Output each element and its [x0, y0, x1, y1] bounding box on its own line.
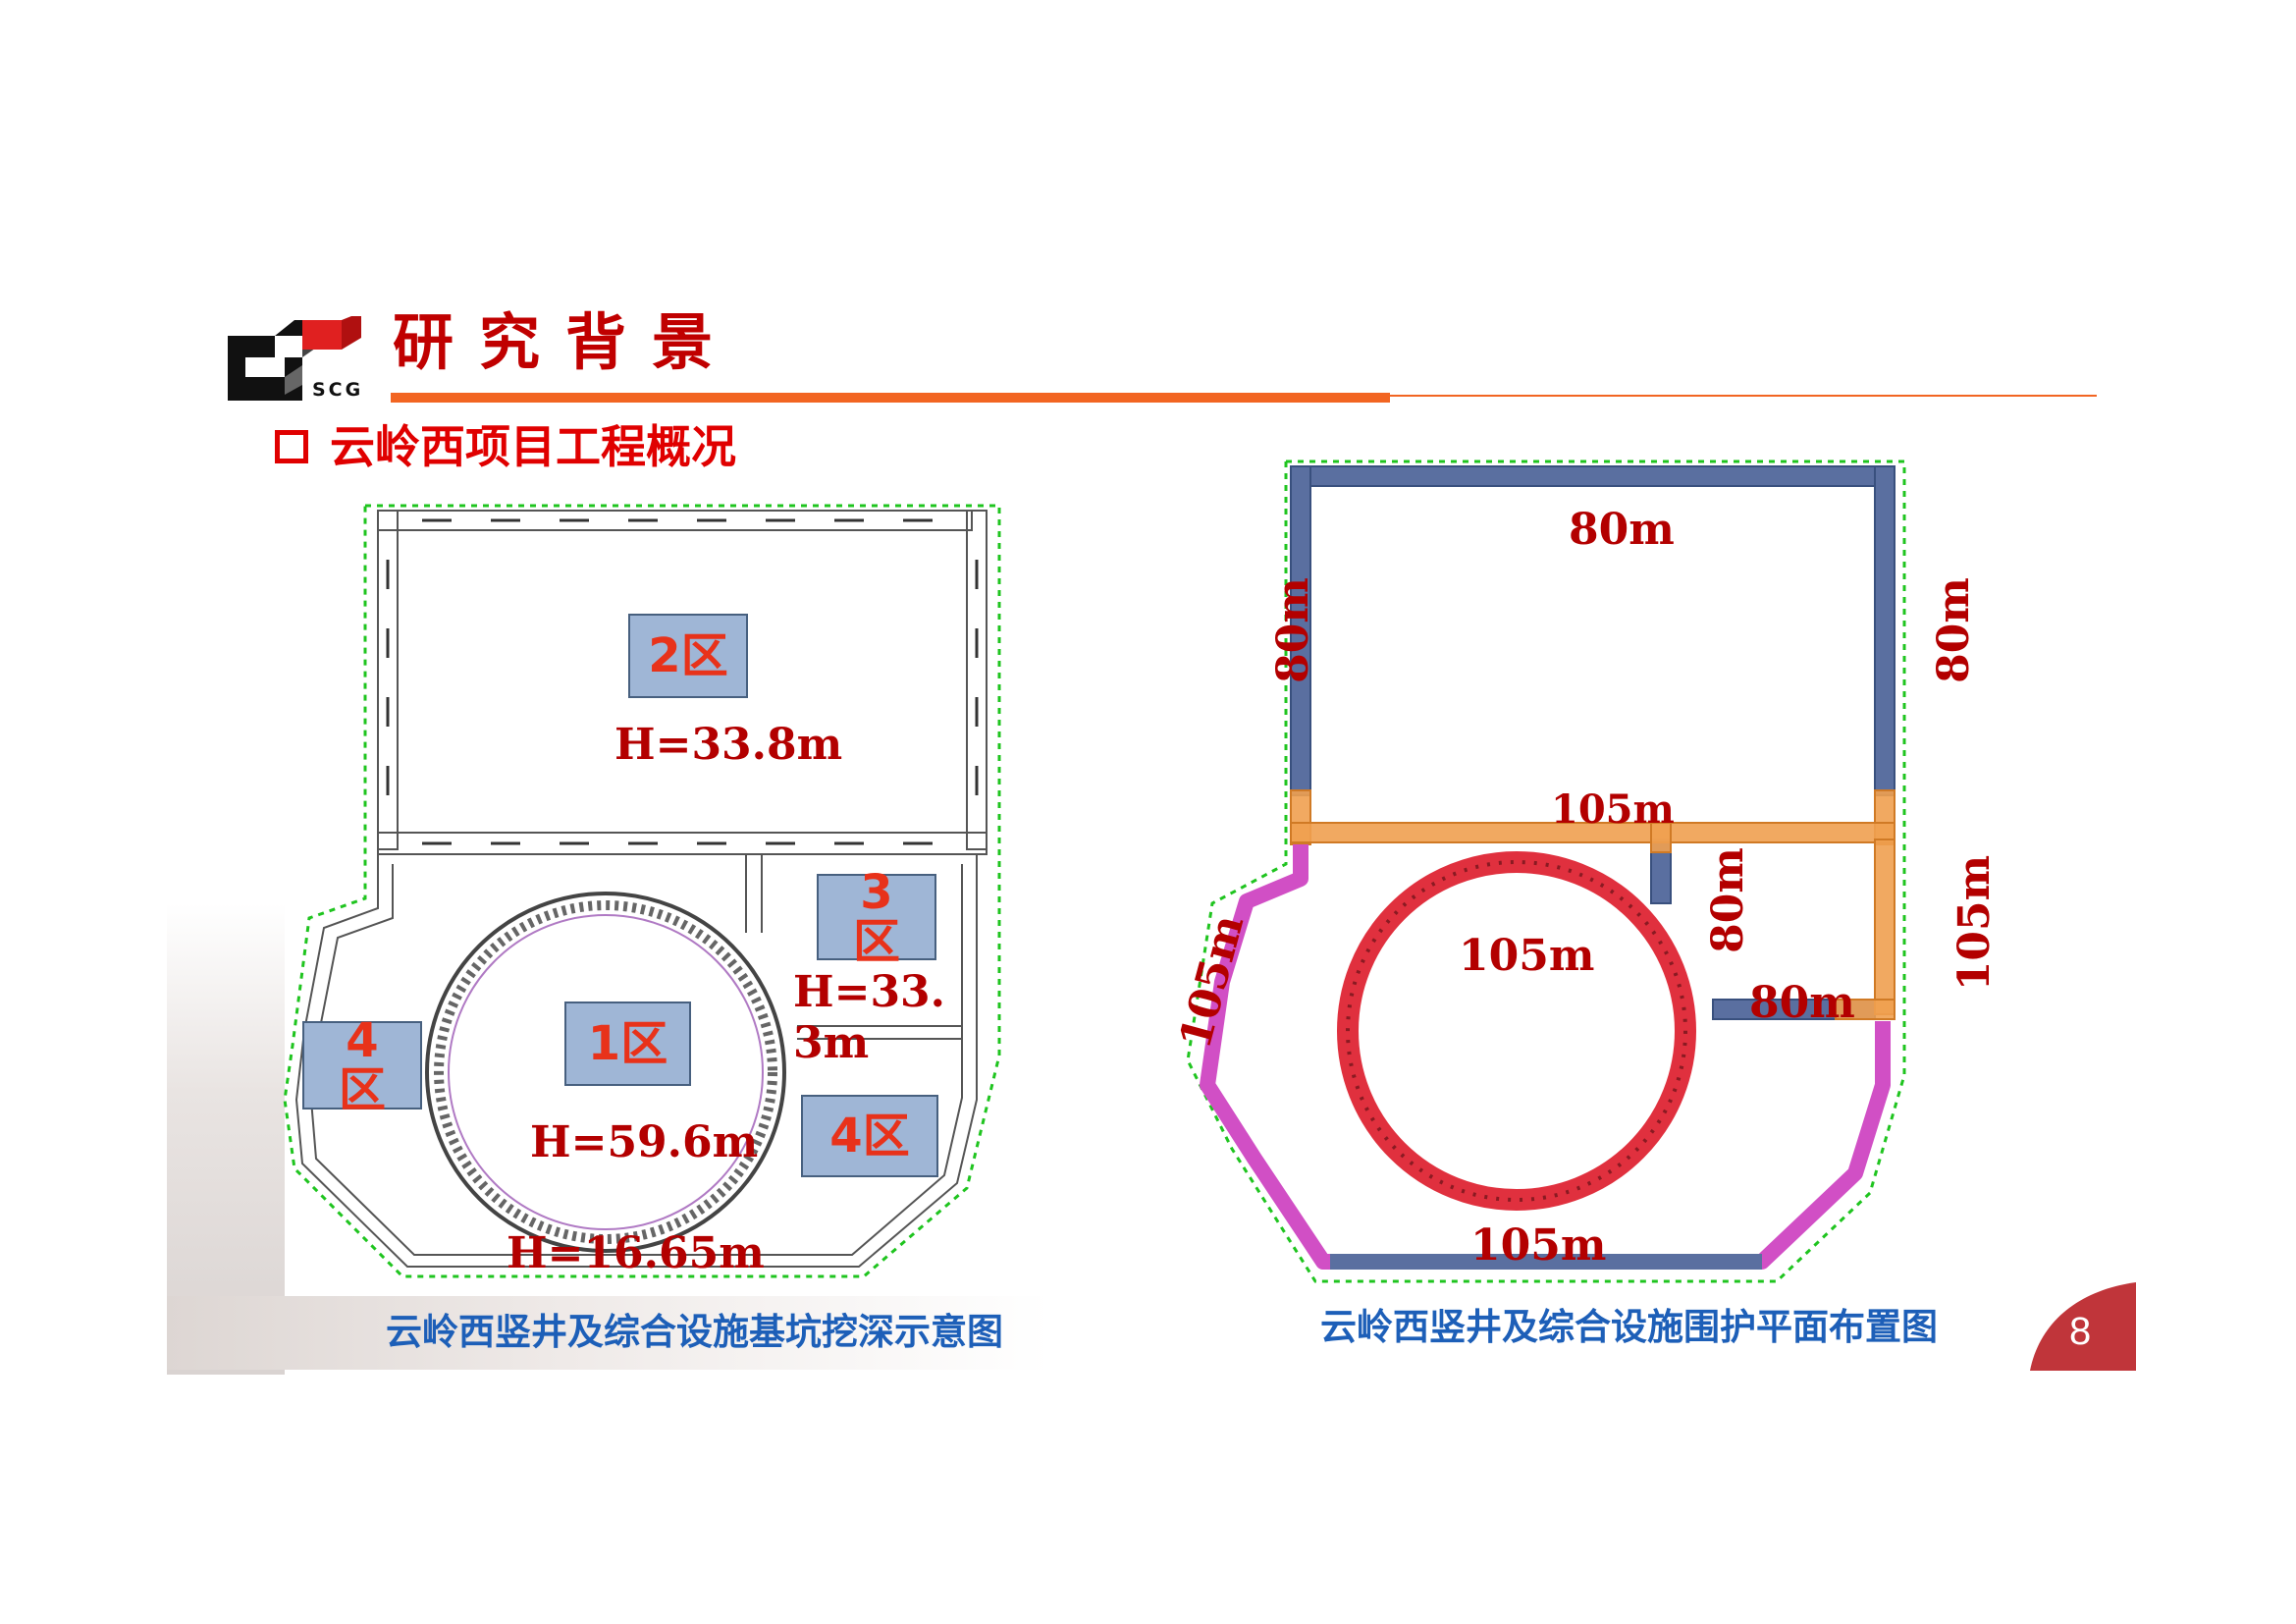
page-number: 8 — [2069, 1310, 2092, 1353]
zone-3-label: 3区 — [852, 864, 900, 969]
city-background-strip — [167, 1296, 1050, 1370]
dim-circle: 105m — [1459, 931, 1595, 981]
zone-4-right-box: 4区 — [801, 1095, 938, 1177]
blue-wall-segments — [1290, 465, 1896, 1020]
page-number-badge — [2030, 1282, 2136, 1371]
zone-4-right-label: 4区 — [829, 1108, 910, 1164]
bottom-depth: H=16.65m — [507, 1228, 765, 1278]
dim-inner-horizontal: 80m — [1749, 978, 1855, 1028]
dim-top: 80m — [1569, 505, 1675, 555]
dim-bottom: 105m — [1470, 1220, 1607, 1271]
magenta-wall-segments — [1200, 844, 1891, 1270]
zone-1-box: 1区 — [564, 1001, 691, 1086]
zone-4-left-label: 4区 — [338, 1012, 386, 1117]
orange-wall-segments — [1290, 789, 1896, 1020]
dim-right-upper: 80m — [1928, 577, 1979, 683]
lower-pit-wall — [294, 854, 978, 1268]
scg-logo: SCG — [226, 312, 383, 403]
zone-2-box: 2区 — [628, 614, 748, 698]
bottom-blue-wall — [1330, 1254, 1762, 1270]
title-rule-thick — [391, 393, 1390, 403]
left-diagram-caption: 云岭西竖井及综合设施基坑挖深示意图 — [386, 1311, 1003, 1353]
red-shaft-ring — [1337, 851, 1696, 1211]
zone2-wall-segments — [386, 518, 979, 845]
zone-3-depth: H=33.3m — [793, 967, 945, 1068]
right-retaining-layout-diagram — [1186, 460, 1906, 1283]
section-heading: 云岭西项目工程概况 — [275, 424, 736, 469]
zone-1-label: 1区 — [587, 1015, 668, 1071]
title-rule-thin — [1390, 395, 2097, 397]
zone-3-box: 3区 — [817, 867, 936, 966]
zone-2-depth: H=33.8m — [614, 720, 843, 770]
square-bullet-icon — [275, 430, 308, 463]
left-excavation-diagram — [283, 504, 1001, 1278]
dim-inner-vertical: 80m — [1702, 847, 1753, 953]
survey-outline-right — [1186, 460, 1906, 1283]
zone-1-depth: H=59.6m — [530, 1117, 759, 1167]
dim-left-upper: 80m — [1267, 577, 1318, 683]
dim-right-lower: 105m — [1949, 854, 2001, 992]
zone-4-left-box: 4区 — [302, 1015, 422, 1114]
dim-middle-beam: 105m — [1551, 786, 1675, 833]
page-title: 研究背景 — [393, 306, 739, 378]
right-diagram-caption: 云岭西竖井及综合设施围护平面布置图 — [1320, 1306, 1938, 1348]
shaft-ring-wall — [425, 892, 786, 1253]
logo-text: SCG — [312, 379, 364, 401]
survey-outline — [283, 504, 1001, 1278]
section-heading-text: 云岭西项目工程概况 — [330, 420, 736, 473]
zone-2-label: 2区 — [648, 627, 728, 683]
zone2-wall — [377, 510, 988, 855]
